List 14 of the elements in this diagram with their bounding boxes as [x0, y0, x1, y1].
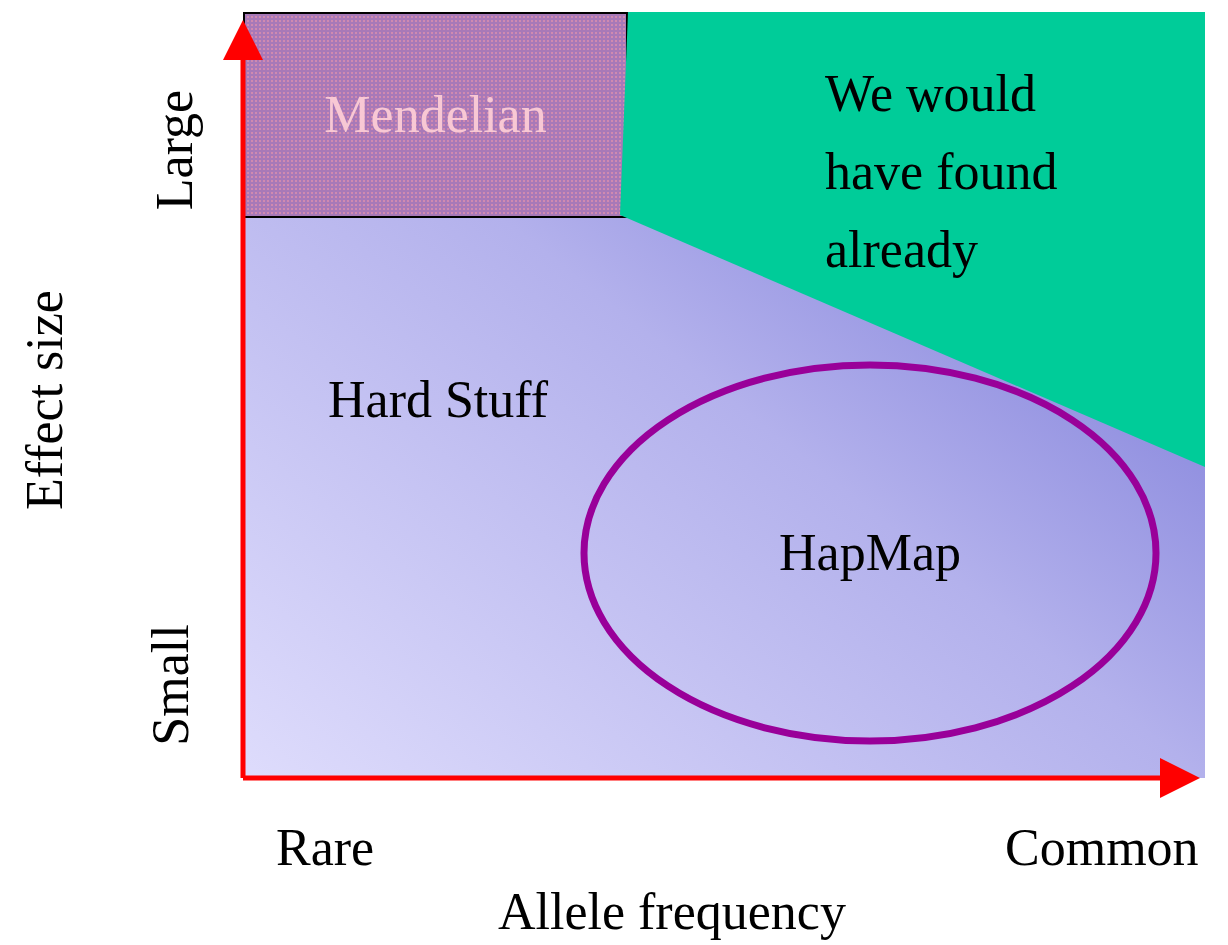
- axis-tick-label: Rare: [276, 818, 375, 878]
- mendelian-region: [243, 12, 628, 218]
- already-found-region: [620, 12, 1205, 467]
- axis-tick-label: Small: [140, 624, 200, 746]
- axis-title: Allele frequency: [498, 882, 846, 942]
- axis-tick-label: Common: [1005, 818, 1199, 878]
- axis-title: Effect size: [14, 290, 74, 510]
- hapmap-ellipse: [580, 361, 1160, 745]
- region-label: HapMap: [778, 523, 962, 583]
- region-label: Hard Stuff: [328, 370, 549, 430]
- region-label: Mendelian: [323, 85, 548, 145]
- chart-background: [243, 12, 1205, 778]
- axis-tick-label: Large: [145, 89, 205, 211]
- region-label: We would have found already: [825, 64, 1059, 280]
